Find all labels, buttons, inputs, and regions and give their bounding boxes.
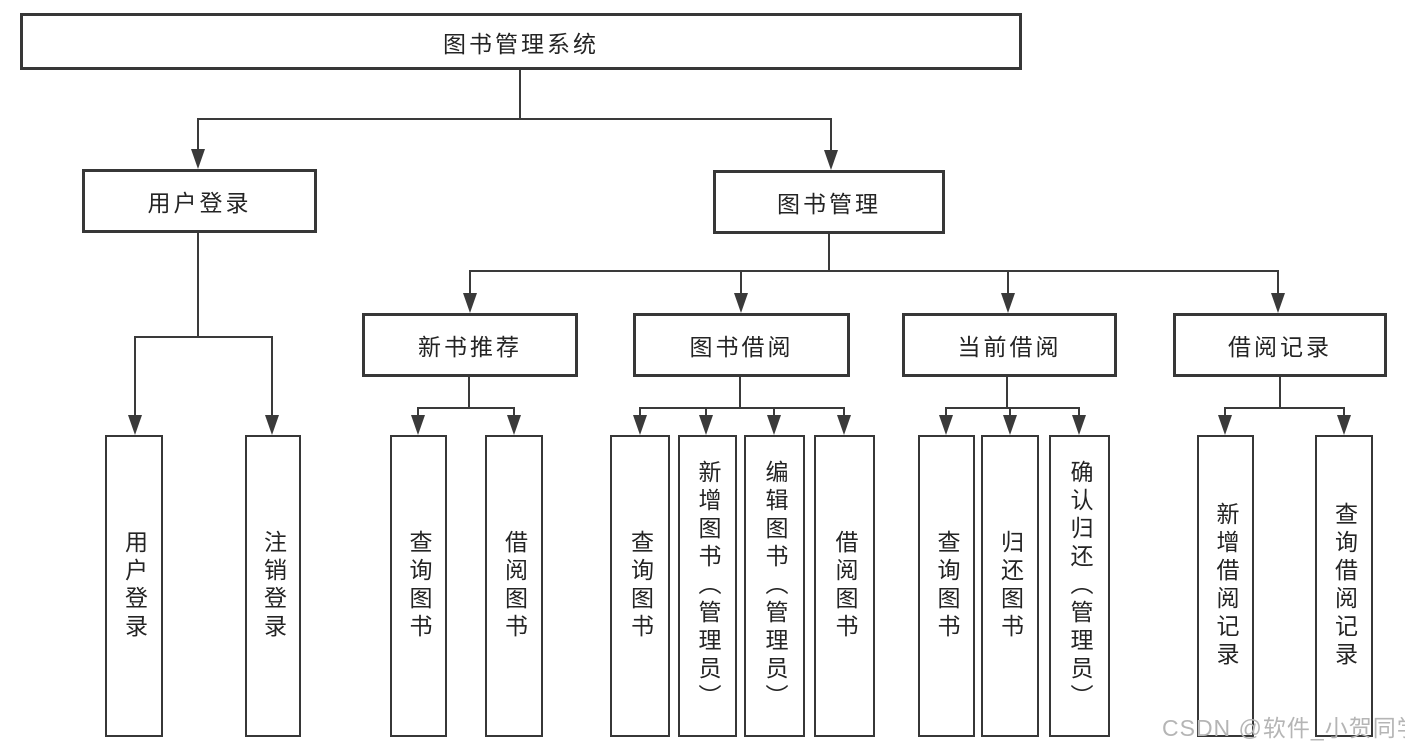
leaf-return-book: 归还图书 [981, 435, 1039, 737]
connector-root-drop-left [197, 118, 199, 150]
leaf-user-login: 用户登录 [105, 435, 163, 737]
arrowhead-borrow-edit [767, 415, 781, 435]
connector-borrow-drop-1 [639, 407, 641, 416]
arrowhead-borrow-query [633, 415, 647, 435]
node-borrow-record: 借阅记录 [1173, 313, 1387, 377]
csdn-watermark: CSDN @软件_小贺同学 [1162, 715, 1405, 741]
arrowhead-leaf-user-login [128, 415, 142, 435]
arrowhead-book-borrow [734, 293, 748, 313]
connector-borrow-stem [739, 377, 741, 409]
node-user-login: 用户登录 [82, 169, 317, 233]
connector-login-drop-2 [271, 336, 273, 416]
leaf-confirm-return-admin: 确认归还（管理员） [1049, 435, 1110, 737]
connector-mgmt-drop-4 [1277, 270, 1279, 294]
arrowhead-current-borrow [1001, 293, 1015, 313]
arrowhead-record-query [1337, 415, 1351, 435]
arrowhead-recommend-borrow [507, 415, 521, 435]
connector-recommend-drop-1 [417, 407, 419, 416]
arrowhead-record-add [1218, 415, 1232, 435]
connector-current-drop-1 [945, 407, 947, 416]
leaf-query-borrow-record: 查询借阅记录 [1315, 435, 1373, 737]
connector-root-bar [197, 118, 832, 120]
connector-borrow-drop-4 [843, 407, 845, 416]
connector-current-drop-3 [1078, 407, 1080, 416]
connector-borrow-drop-2 [705, 407, 707, 416]
connector-current-bar [945, 407, 1080, 409]
arrowhead-current-query [939, 415, 953, 435]
connector-borrow-drop-3 [773, 407, 775, 416]
connector-mgmt-drop-2 [740, 270, 742, 294]
connector-record-drop-2 [1343, 407, 1345, 416]
leaf-add-book-admin: 新增图书（管理员） [678, 435, 737, 737]
connector-login-drop-1 [134, 336, 136, 416]
connector-record-bar [1224, 407, 1345, 409]
connector-root-drop-right [830, 118, 832, 151]
connector-mgmt-stem [828, 234, 830, 270]
connector-current-stem [1006, 377, 1008, 409]
connector-recommend-stem [468, 377, 470, 409]
connector-mgmt-drop-3 [1007, 270, 1009, 294]
connector-record-drop-1 [1224, 407, 1226, 416]
arrowhead-new-book-recommend [463, 293, 477, 313]
arrowhead-recommend-query [411, 415, 425, 435]
leaf-edit-book-admin: 编辑图书（管理员） [744, 435, 805, 737]
leaf-logout: 注销登录 [245, 435, 301, 737]
connector-record-stem [1279, 377, 1281, 409]
connector-root-stem [519, 70, 521, 118]
connector-login-stem [197, 233, 199, 338]
connector-recommend-drop-2 [513, 407, 515, 416]
arrowhead-book-management [824, 150, 838, 170]
connector-mgmt-drop-1 [469, 270, 471, 294]
arrowhead-user-login [191, 149, 205, 169]
connector-current-drop-2 [1009, 407, 1011, 416]
arrowhead-borrow-record [1271, 293, 1285, 313]
arrowhead-borrow-add [699, 415, 713, 435]
node-book-borrow: 图书借阅 [633, 313, 850, 377]
leaf-borrow-query-book: 查询图书 [610, 435, 670, 737]
node-book-management: 图书管理 [713, 170, 945, 234]
connector-recommend-bar [417, 407, 515, 409]
arrowhead-borrow-borrow [837, 415, 851, 435]
leaf-current-query-book: 查询图书 [918, 435, 975, 737]
arrowhead-leaf-logout [265, 415, 279, 435]
connector-mgmt-bar [469, 270, 1279, 272]
leaf-recommend-borrow-book: 借阅图书 [485, 435, 543, 737]
connector-login-bar [134, 336, 273, 338]
node-library-management-system: 图书管理系统 [20, 13, 1022, 70]
node-current-borrow: 当前借阅 [902, 313, 1117, 377]
arrowhead-current-return [1003, 415, 1017, 435]
leaf-recommend-query-book: 查询图书 [390, 435, 447, 737]
connector-borrow-bar [639, 407, 845, 409]
arrowhead-current-confirm [1072, 415, 1086, 435]
node-new-book-recommend: 新书推荐 [362, 313, 578, 377]
leaf-borrow-book: 借阅图书 [814, 435, 875, 737]
leaf-add-borrow-record: 新增借阅记录 [1197, 435, 1254, 737]
